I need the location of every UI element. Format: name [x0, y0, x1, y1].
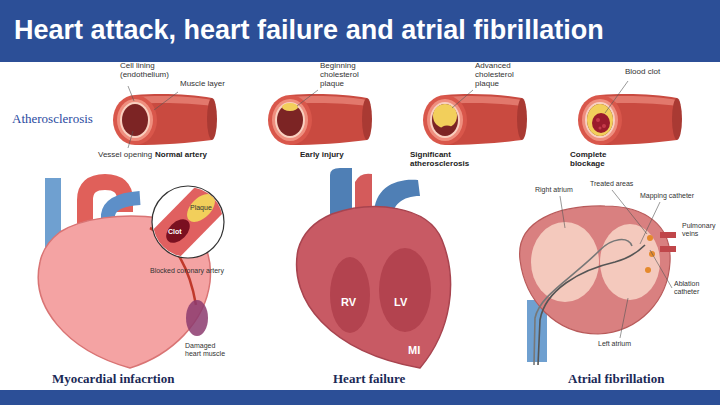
part-label: Beginning cholesterol plaque [320, 62, 376, 88]
part-label: Blocked coronary artery [150, 267, 224, 275]
ablation-heart [520, 190, 676, 365]
part-label: Advanced cholesterol plaque [475, 62, 531, 88]
artery-stages [113, 81, 682, 148]
title-band [0, 0, 720, 62]
part-label: Damaged heart muscle [185, 342, 233, 357]
chamber-label: RV [341, 296, 356, 308]
stage-caption: Significant atherosclerosis [410, 151, 485, 169]
failing-heart [297, 168, 451, 368]
panel-caption: Atrial fibrillation [568, 372, 664, 386]
slide-title: Heart attack, heart failure and atrial f… [14, 15, 604, 46]
part-label: Blood clot [625, 68, 660, 77]
section-label: Atherosclerosis [12, 112, 93, 126]
part-label: Pulmonary veins [682, 222, 716, 237]
part-label: Treated areas [590, 180, 633, 188]
panel-caption: Myocardial infacrtion [52, 372, 174, 386]
stage-caption: Normal artery [155, 151, 207, 160]
part-label: Mapping catheter [640, 192, 694, 200]
part-label: Clot [168, 228, 182, 236]
part-label: Ablation catheter [674, 280, 708, 295]
infarction-heart [38, 178, 228, 368]
stage-caption: Early injury [300, 151, 344, 160]
part-label: Right atrium [535, 186, 573, 194]
part-label: Muscle layer [180, 80, 225, 89]
part-label: Cell lining (endothelium) [120, 62, 175, 80]
footer-band [0, 390, 720, 405]
part-label: Left atrium [598, 340, 631, 348]
stage-caption: Complete blockage [570, 151, 630, 169]
chamber-label: LV [394, 296, 407, 308]
part-label: Plaque [190, 204, 212, 212]
part-label: Vessel opening [98, 151, 152, 160]
panel-caption: Heart failure [333, 372, 405, 386]
chamber-label: MI [408, 344, 420, 356]
